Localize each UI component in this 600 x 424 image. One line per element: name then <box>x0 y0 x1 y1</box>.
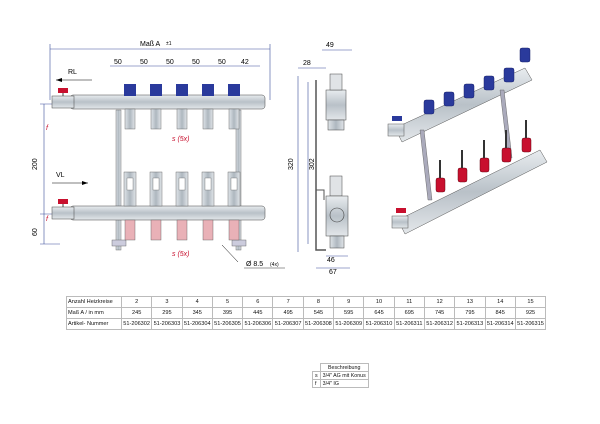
row-label-dimension: Maß A / in mm <box>66 307 122 319</box>
return-valves <box>124 84 240 130</box>
table-cell: 695 <box>393 307 425 319</box>
table-cell: 51-206308 <box>302 318 335 330</box>
hole-count: (4x) <box>270 262 279 268</box>
table-row: Anzahl Heizkreise 2 3 4 5 6 7 8 9 10 11 … <box>66 296 547 308</box>
segment-dims: 50 50 50 50 50 42 <box>114 59 249 66</box>
side-302-dimension: 302 <box>309 158 316 170</box>
height-dimension: 200 <box>32 158 39 170</box>
table-cell: 795 <box>454 307 486 319</box>
table-cell: 9 <box>333 296 365 308</box>
legend-desc: 3/4" IG <box>319 379 369 388</box>
segment-dim: 50 <box>140 59 148 66</box>
spec-table: Anzahl Heizkreise 2 3 4 5 6 7 8 9 10 11 … <box>66 296 547 330</box>
table-cell: 645 <box>363 307 395 319</box>
table-cell: 745 <box>423 307 456 319</box>
segment-dim: 50 <box>114 59 122 66</box>
legend-title: Beschreibung <box>319 363 369 372</box>
table-row: s 3/4" AG mit Konus <box>312 371 369 380</box>
table-cell: 51-206303 <box>151 318 183 330</box>
table-cell: 395 <box>211 307 244 319</box>
side-28-dimension: 28 <box>303 60 311 67</box>
flow-meters <box>123 171 241 241</box>
table-cell: 8 <box>302 296 335 308</box>
table-cell: 51-206310 <box>363 318 395 330</box>
table-cell: 3 <box>151 296 183 308</box>
offset-dimension: 60 <box>32 228 39 236</box>
table-cell: 13 <box>454 296 486 308</box>
hole-dimension: Ø 8.5 <box>246 261 263 268</box>
table-cell: 295 <box>151 307 183 319</box>
table-cell: 10 <box>363 296 395 308</box>
table-cell: 345 <box>181 307 213 319</box>
table-cell: 51-206309 <box>333 318 365 330</box>
legend-table: Beschreibung s 3/4" AG mit Konus f 3/4" … <box>312 363 369 388</box>
table-cell: 51-206307 <box>272 318 304 330</box>
row-label-article: Artikel- Nummer <box>66 318 122 330</box>
fitting-label-bottom: s (5x) <box>172 251 190 258</box>
table-cell: 51-206312 <box>423 318 456 330</box>
overall-tolerance: ±1 <box>166 41 172 47</box>
legend-key: s <box>312 371 321 380</box>
table-cell: 51-206305 <box>211 318 244 330</box>
front-view: Maß A ±1 50 50 50 50 50 42 RL VL 200 60 … <box>32 41 285 269</box>
table-cell: 245 <box>120 307 153 319</box>
table-cell: 445 <box>242 307 274 319</box>
table-cell: 545 <box>302 307 335 319</box>
table-cell: 11 <box>393 296 425 308</box>
table-cell: 495 <box>272 307 304 319</box>
table-cell: 51-206315 <box>514 318 547 330</box>
legend-key: f <box>312 379 321 388</box>
ball-valve-top <box>51 88 75 109</box>
segment-dim: 50 <box>192 59 200 66</box>
table-cell: 2 <box>120 296 153 308</box>
table-cell: 51-206314 <box>484 318 516 330</box>
table-cell: 845 <box>484 307 516 319</box>
segment-dim: 50 <box>166 59 174 66</box>
table-cell: 6 <box>242 296 274 308</box>
table-row: f 3/4" IG <box>312 379 369 388</box>
table-cell: 5 <box>211 296 244 308</box>
flow-label: VL <box>56 172 65 179</box>
table-cell: 12 <box>423 296 456 308</box>
table-cell: 51-206306 <box>242 318 274 330</box>
ball-valve-bottom <box>51 199 75 220</box>
table-cell: 14 <box>484 296 516 308</box>
segment-dim: 42 <box>241 59 249 66</box>
side-320-dimension: 320 <box>288 158 295 170</box>
table-cell: 15 <box>514 296 547 308</box>
table-cell: 925 <box>514 307 547 319</box>
table-cell: 595 <box>333 307 365 319</box>
fitting-label-top: s (5x) <box>172 136 190 143</box>
side-46-dimension: 46 <box>327 257 335 264</box>
side-67-dimension: 67 <box>329 269 337 276</box>
table-row: Beschreibung <box>313 363 369 372</box>
table-cell: 51-206302 <box>120 318 153 330</box>
table-cell: 51-206311 <box>393 318 425 330</box>
segment-dim: 50 <box>218 59 226 66</box>
return-label: RL <box>68 69 77 76</box>
table-cell: 51-206304 <box>181 318 213 330</box>
manifold-3d-illustration <box>387 47 548 235</box>
table-cell: 4 <box>181 296 213 308</box>
table-cell: 51-206313 <box>454 318 486 330</box>
table-cell: 7 <box>272 296 304 308</box>
fitting-f-top: f <box>46 125 49 132</box>
fitting-f-bottom: f <box>46 216 49 223</box>
table-row: Artikel- Nummer 51-206302 51-206303 51-2… <box>66 318 547 330</box>
table-row: Maß A / in mm 245 295 345 395 445 495 54… <box>66 307 547 319</box>
side-top-dimension: 49 <box>326 42 334 49</box>
row-label-circuits: Anzahl Heizkreise <box>66 296 122 308</box>
side-view: 49 28 320 302 46 67 <box>288 42 352 276</box>
legend-desc: 3/4" AG mit Konus <box>319 371 369 380</box>
overall-dimension-label: Maß A <box>140 41 161 48</box>
